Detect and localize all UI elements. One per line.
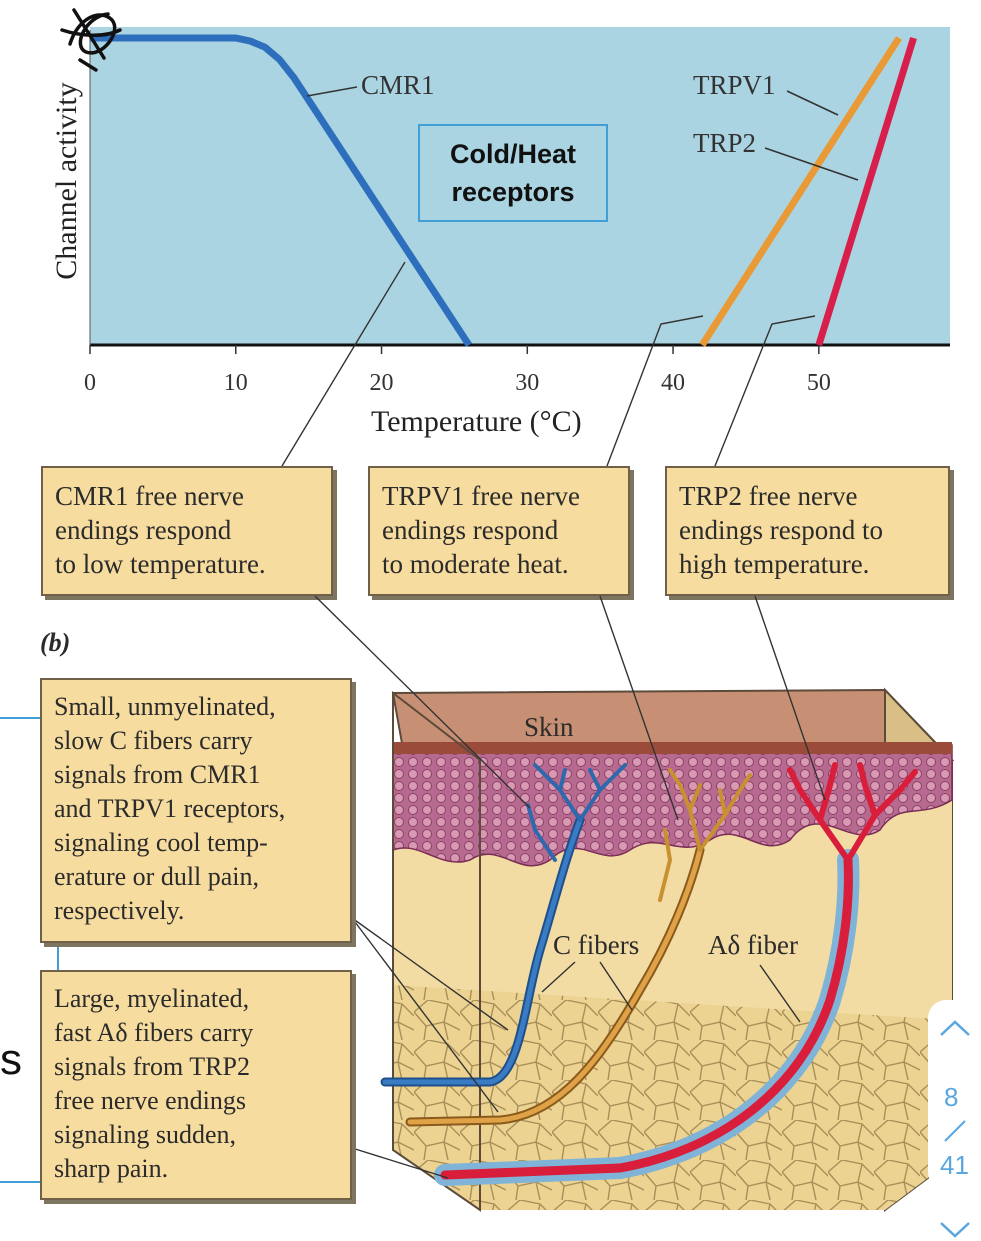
cmr1-callout-line: CMR1 free nerve <box>55 481 244 511</box>
trpv1-label: TRPV1 <box>693 70 776 100</box>
x-tick-label: 0 <box>84 370 96 396</box>
c-fibers-callout-line: signals from CMR1 <box>54 760 261 789</box>
skin-label: Skin <box>524 712 574 742</box>
a-delta-callout-line: signaling sudden, <box>54 1120 236 1149</box>
a-delta-leader <box>759 964 801 1023</box>
trp2-leader <box>764 147 859 181</box>
y-axis-title: Channel activity <box>50 82 83 280</box>
x-tick-label: 30 <box>515 370 539 396</box>
cmr1-curve <box>90 34 472 347</box>
c-fibers-callout-line: erature or dull pain, <box>54 862 260 891</box>
cropped-side-text: s <box>0 1035 22 1084</box>
cmr1-connector <box>281 261 406 467</box>
series-lines <box>90 34 917 347</box>
cmr1-callout: CMR1 free nerve endings respond to low t… <box>41 466 333 596</box>
c-fibers-callout: Small, unmyelinated, slow C fibers carry… <box>40 678 352 943</box>
a-delta-callout-line: free nerve endings <box>54 1086 247 1115</box>
trpv1-ending-leader <box>599 596 679 821</box>
trpv1-fiber <box>405 768 752 1127</box>
c-box-leader-1 <box>351 917 509 1031</box>
page-divider <box>944 1120 966 1142</box>
trp2-callout: TRP2 free nerve endings respond to high … <box>665 466 950 596</box>
cmr1-ending-leader <box>314 596 531 809</box>
c-fibers-leader-2 <box>599 961 633 1011</box>
x-tick-label: 40 <box>661 370 685 396</box>
x-tick-label: 50 <box>807 370 831 396</box>
trp2-callout-line: endings respond to <box>679 515 883 545</box>
trpv1-leader <box>786 90 839 116</box>
c-fibers-label: C fibers <box>553 930 640 960</box>
a-delta-callout-line: signals from TRP2 <box>54 1052 250 1081</box>
trpv1-callout: TRPV1 free nerve endings respond to mode… <box>368 466 630 596</box>
cmr1-callout-line: endings respond <box>55 515 232 545</box>
block-edge <box>392 690 481 1212</box>
page-total: 41 <box>940 1150 969 1180</box>
bracket-line <box>0 717 59 1183</box>
x-ticks: 0 10 20 30 40 50 <box>84 345 831 396</box>
c-fibers-callout-line: Small, unmyelinated, <box>54 692 276 721</box>
c-fibers-callout-line: respectively. <box>54 896 185 925</box>
trp2-callout-line: TRP2 free nerve <box>679 481 858 511</box>
trp2-ending-leader <box>754 596 826 801</box>
a-delta-callout-line: sharp pain. <box>54 1154 169 1183</box>
cmr1-leader <box>306 86 358 97</box>
cold-heat-annotation: Cold/Heat receptors <box>418 124 608 222</box>
skin-illustration <box>0 596 955 1212</box>
temperature-chart: 0 10 20 30 40 50 <box>60 8 950 467</box>
pager-panel <box>928 1000 981 1190</box>
c-box-leader-2 <box>351 917 499 1113</box>
trpv1-curve <box>699 36 902 347</box>
trpv1-callout-line: endings respond <box>382 515 559 545</box>
a-delta-callout: Large, myelinated, fast Aδ fibers carry … <box>40 970 352 1200</box>
x-tick-label: 20 <box>370 370 394 396</box>
chevron-down-icon[interactable] <box>938 1220 972 1240</box>
trp2-callout-line: high temperature. <box>679 549 870 579</box>
cmr1-label: CMR1 <box>361 70 435 100</box>
c-fibers-callout-line: signaling cool temp- <box>54 828 268 857</box>
c-fibers-callout-line: slow C fibers carry <box>54 726 253 755</box>
trp2-label: TRP2 <box>693 128 757 158</box>
trpv1-callout-line: TRPV1 free nerve <box>382 481 580 511</box>
trp2-connector <box>714 315 816 467</box>
x-tick-label: 10 <box>224 370 248 396</box>
trpv1-callout-line: to moderate heat. <box>382 549 569 579</box>
a-delta-callout-line: Large, myelinated, <box>54 984 250 1013</box>
stratum-corneum <box>393 742 952 754</box>
page-current: 8 <box>944 1082 959 1112</box>
chevron-up-icon[interactable] <box>938 1018 972 1038</box>
annotation-line-1: Cold/Heat <box>449 139 576 169</box>
a-delta-fiber <box>434 762 918 1186</box>
trp2-curve <box>815 36 917 347</box>
trpv1-connector <box>606 315 704 467</box>
a-delta-label: Aδ fiber <box>708 930 798 960</box>
part-b-label: (b) <box>40 628 71 657</box>
c-fibers-callout-line: and TRPV1 receptors, <box>54 794 286 823</box>
a-box-leader <box>351 1147 449 1179</box>
handwritten-scribble <box>60 8 122 72</box>
c-fibers-leader-1 <box>541 961 576 993</box>
x-axis-title: Temperature (°C) <box>371 405 582 438</box>
a-delta-callout-line: fast Aδ fibers carry <box>54 1018 254 1047</box>
cmr1-fiber <box>380 763 627 1087</box>
cmr1-callout-line: to low temperature. <box>55 549 266 579</box>
annotation-line-2: receptors <box>451 177 575 207</box>
